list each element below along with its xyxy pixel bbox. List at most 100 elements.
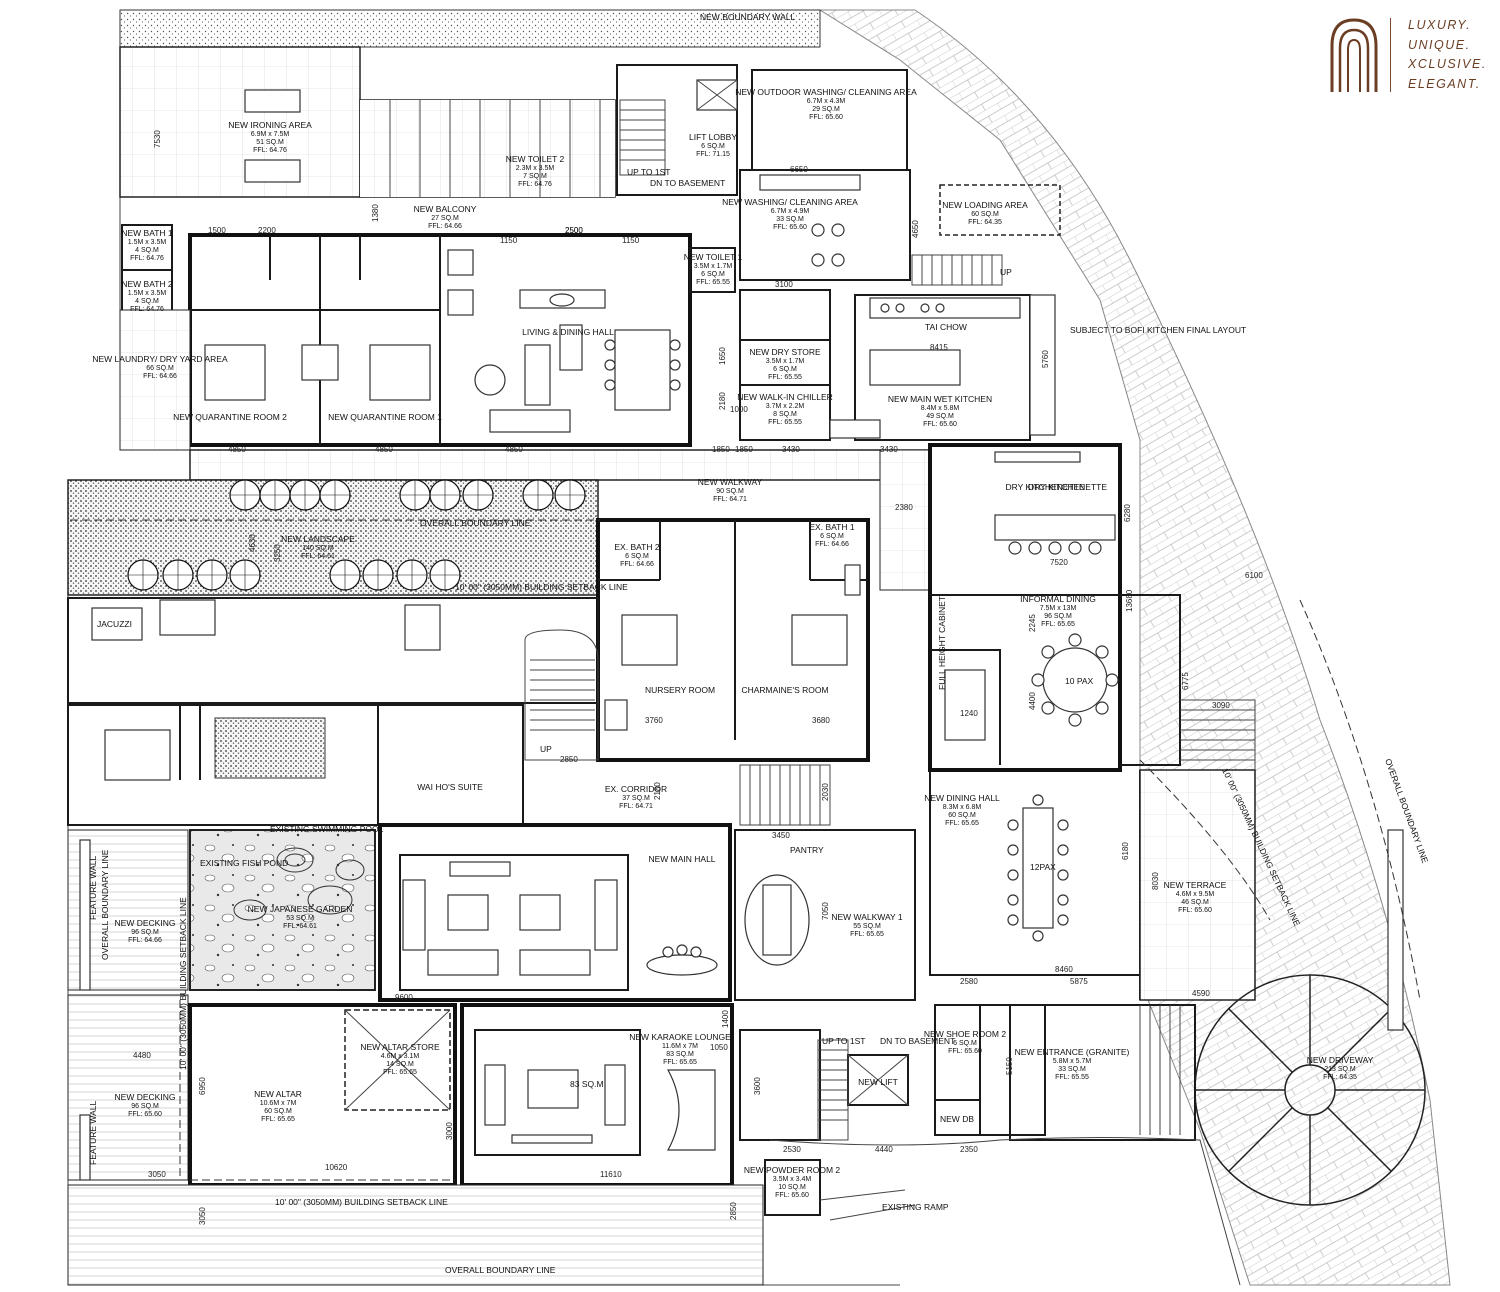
dimension-label: 6280 <box>1123 504 1132 522</box>
dimension-label: 3430 <box>782 445 800 454</box>
dimension-label: 9600 <box>395 993 413 1002</box>
room-name: NEW LANDSCAPE <box>281 534 355 544</box>
plan-label-existing-fish-pond: EXISTING FISH POND <box>200 858 288 868</box>
room-detail: FFL: 71.15 <box>696 151 730 158</box>
dimension-label: 7050 <box>821 902 830 920</box>
dimension-label: 2500 <box>565 226 583 235</box>
room-detail: 46 SQ.M <box>1181 899 1209 906</box>
room-detail: FFL: 65.60 <box>923 421 957 428</box>
dimension-label: 4630 <box>248 534 257 552</box>
room-name: NEW IRONING AREA <box>228 120 312 130</box>
room-detail: 6.7M x 4.9M <box>771 208 810 215</box>
room-detail: 29 SQ.M <box>812 106 840 113</box>
room-detail: FFL: 65.65 <box>663 1059 697 1066</box>
room-name: NEW DECKING <box>115 918 176 928</box>
room-name: WAI HO'S SUITE <box>417 782 483 792</box>
room-name: NEW WASHING/ CLEANING AREA <box>722 197 858 207</box>
dimension-label: 2500 <box>565 226 583 235</box>
room-label: CHARMAINE'S ROOM <box>741 685 828 695</box>
room-detail: 10 SQ.M <box>778 1184 806 1191</box>
dimension-label: 2245 <box>1028 614 1037 632</box>
dimension-label: 3450 <box>772 831 790 840</box>
plan-label-area-83: 83 SQ.M <box>570 1079 604 1089</box>
plan-label-up-1: UP TO 1ST <box>627 167 670 177</box>
room-detail: 66 SQ.M <box>146 365 174 372</box>
dimension-label: 1850 <box>735 445 753 454</box>
dimension-label: 3760 <box>645 716 663 725</box>
room-label: NEW DB <box>940 1114 974 1124</box>
dimension-label: 3000 <box>445 1122 454 1140</box>
plan-label-feature-wall-1: FEATURE WALL <box>88 855 98 920</box>
driveway-turning <box>1194 974 1426 1206</box>
dimension-label: 3050 <box>198 1207 207 1225</box>
room-name: NEW WALKWAY <box>698 477 763 487</box>
exterior-paving <box>818 9 1451 1286</box>
room-name: NEW WALKWAY 1 <box>831 912 903 922</box>
room-name: NEW DRY STORE <box>749 347 821 357</box>
plan-label-pantry: PANTRY <box>790 845 824 855</box>
room-name: NEW BATH 1 <box>121 228 173 238</box>
plan-label-setback-bottom: 10' 00" (3050MM) BUILDING SETBACK LINE <box>275 1197 448 1207</box>
room-detail: 1.5M x 3.5M <box>128 290 167 297</box>
room-label: DRY KITCHENETTE <box>1005 482 1084 492</box>
room-name: NEW TOILET 1 <box>684 252 743 262</box>
plan-label-dry-kitchenette-lbl: DRY KITCHENETTE <box>1028 482 1107 492</box>
room-label: NEW QUARANTINE ROOM 2 <box>173 412 287 422</box>
room-detail: FFL: 64.76 <box>130 306 164 313</box>
plan-label-tables-10: 10 PAX <box>1065 676 1094 686</box>
dimension-label: 4400 <box>1028 692 1037 710</box>
dining-table-12 <box>1022 807 1054 929</box>
dimension-label: 2580 <box>960 977 978 986</box>
room-name: NEW TOILET 2 <box>506 154 565 164</box>
room-detail: 96 SQ.M <box>131 1103 159 1110</box>
bottom-deck <box>67 1184 764 1286</box>
dimension-label: 3430 <box>880 445 898 454</box>
room-detail: FFL: 64.76 <box>518 181 552 188</box>
room-name: NEW DINING HALL <box>924 793 1000 803</box>
dimension-label: 5760 <box>1041 350 1050 368</box>
room-detail: 4.6M x 3.1M <box>381 1053 420 1060</box>
dimension-label: 5875 <box>1070 977 1088 986</box>
room-detail: 3.5M x 1.7M <box>694 263 733 270</box>
dimension-label: 1500 <box>208 226 226 235</box>
plan-label-setback-mid: 10' 00" (3050MM) BUILDING SETBACK LINE <box>455 582 628 592</box>
room-detail: FFL: 65.60 <box>773 224 807 231</box>
dimension-label: 2530 <box>783 1145 801 1154</box>
plan-label-dn-1: DN TO BASEMENT <box>650 178 725 188</box>
room-detail: 4 SQ.M <box>135 298 159 305</box>
room-detail: 4.6M x 9.5M <box>1176 891 1215 898</box>
room-name: NEW LAUNDRY/ DRY YARD AREA <box>92 354 228 364</box>
altar-store <box>344 1009 451 1111</box>
brand-logo: LUXURY. UNIQUE. XCLUSIVE. ELEGANT. <box>1328 16 1488 100</box>
room-name: NEW QUARANTINE ROOM 2 <box>173 412 287 422</box>
room-detail: 55 SQ.M <box>853 923 881 930</box>
dimension-label: 1150 <box>500 236 518 245</box>
dimension-label: 1850 <box>712 445 730 454</box>
room-detail: FFL: 64.76 <box>253 147 287 154</box>
room-detail: FFL: 64.66 <box>815 541 849 548</box>
dimension-label: 2200 <box>258 226 276 235</box>
room-name: NEW ALTAR <box>254 1089 302 1099</box>
room-label: WAI HO'S SUITE <box>417 782 483 792</box>
dimension-label: 2030 <box>821 783 830 801</box>
room-detail: 27 SQ.M <box>431 215 459 222</box>
dimension-label: 2180 <box>718 392 727 410</box>
dimension-label: 11610 <box>600 1170 622 1179</box>
room-detail: FFL: 64.61 <box>301 553 335 560</box>
